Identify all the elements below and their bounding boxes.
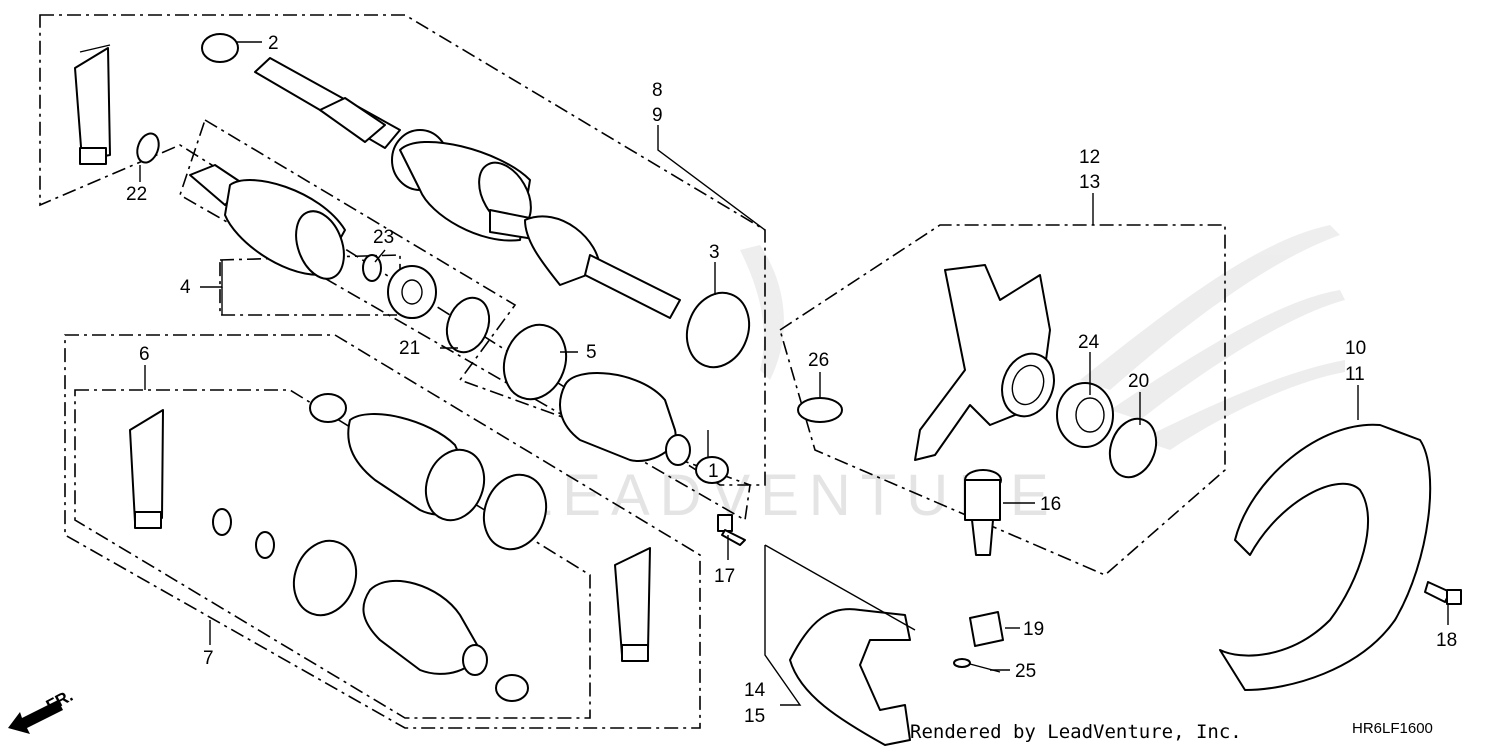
callout-7: 7 [203,648,214,669]
bolt-icon [1424,581,1462,605]
circlip-icon [1108,417,1158,479]
circlip-icon [797,397,843,423]
callout-24: 24 [1078,332,1100,353]
circlip-icon [212,508,232,536]
callout-11: 11 [1345,364,1365,385]
circlip-icon [136,132,160,164]
frame-inner-joint-kit [74,389,591,719]
callout-labels: 1 2 3 4 5 6 7 8 9 10 11 12 13 14 15 16 1… [126,33,1457,727]
front-direction-arrow: FR. [8,686,76,734]
rendered-by-text: Rendered by LeadVenture, Inc. [910,721,1242,743]
bolt-icon [717,514,746,546]
boot-icon [347,413,486,522]
frame-knuckle-assembly [779,224,1226,576]
watermark-wing-logo [740,225,1345,450]
grease-tube-icon [614,547,651,662]
boot-band-icon [502,323,568,401]
callout-1: 1 [708,461,719,482]
ball-joint-icon [964,469,1002,556]
watermark: LEADVENTURE [520,225,1345,528]
castle-nut-icon [969,611,1004,647]
callout-22: 22 [126,184,147,205]
skid-guard-icon [789,608,911,746]
drive-shaft-icon [254,57,681,319]
wheel-bearing-icon [1056,382,1114,448]
callout-15: 15 [744,706,765,727]
callout-12: 12 [1079,147,1100,168]
boot-band-icon [685,291,751,369]
callout-5: 5 [586,342,597,363]
circlip-icon [255,531,275,559]
diagram-code: HR6LF1600 [1352,720,1433,737]
snap-ring-icon [445,296,491,354]
grease-tube-icon [129,409,164,529]
callout-8: 8 [652,80,663,101]
callout-6: 6 [139,344,150,365]
leader-lines [139,41,1449,706]
circlip-icon [362,254,382,282]
callout-25: 25 [1015,661,1036,682]
callout-10: 10 [1345,338,1366,359]
callout-18: 18 [1436,630,1457,651]
boot-icon [559,372,691,466]
boot-icon [362,580,488,676]
callout-14: 14 [744,680,766,701]
frame-outer-boot-kit [64,334,701,729]
callout-4: 4 [180,277,191,298]
callout-3: 3 [709,242,720,263]
callout-17: 17 [714,566,735,587]
callout-26: 26 [808,350,829,371]
clamp-icon [309,393,347,423]
callout-19: 19 [1023,619,1044,640]
callout-2: 2 [268,33,279,54]
grease-tube-icon [74,44,111,165]
clamp-icon [495,674,529,702]
disc-cover-icon [1219,423,1432,691]
frame-inner-boot-set [179,118,751,522]
bearing-cage-icon [387,265,437,319]
clamp-icon [695,456,729,484]
watermark-text: LEADVENTURE [520,463,1059,528]
callout-16: 16 [1040,494,1061,515]
callout-21: 21 [399,338,420,359]
callout-23: 23 [373,227,394,248]
steering-knuckle-icon [914,264,1055,461]
cv-joint-housing-icon [189,164,346,280]
clamp-icon [201,33,239,63]
frame-shaft-assembly [39,14,766,486]
boot-band-icon [482,473,548,551]
callout-13: 13 [1079,172,1100,193]
boot-band-icon [292,539,358,617]
callout-9: 9 [652,105,663,126]
callout-20: 20 [1128,371,1149,392]
